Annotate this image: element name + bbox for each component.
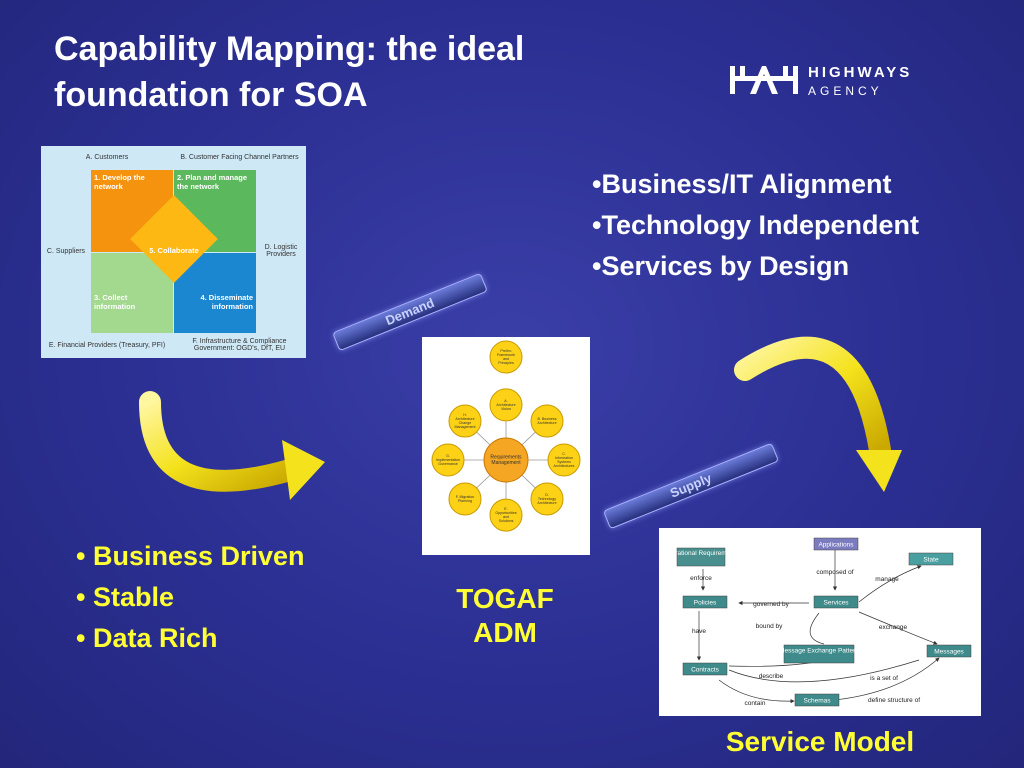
togaf-node xyxy=(489,498,523,532)
benefits-bullet-list: •Business/IT Alignment •Technology Indep… xyxy=(592,164,919,287)
box-message-exchange-pattern xyxy=(783,644,855,664)
box-state-label: State xyxy=(923,557,939,564)
edge-is-a-set-of-label: is a set of xyxy=(870,675,898,682)
highways-agency-logo: HIGHWAYS AGENCY xyxy=(728,62,968,102)
box-messages xyxy=(926,644,972,658)
edge-bound-by-label: bound by xyxy=(756,623,783,630)
box-contracts xyxy=(682,662,728,676)
togaf-node xyxy=(530,482,564,516)
edge-contain-label: contain xyxy=(745,700,766,707)
matrix-bottom-right-label: F. Infrastructure & Compliance Governmen… xyxy=(192,338,287,352)
togaf-caption-line-2: ADM xyxy=(473,617,537,648)
service-model-diagram: Applications Operational Requirements St… xyxy=(659,528,981,716)
matrix-left-label: C. Suppliers xyxy=(46,247,86,255)
box-operational-requirements-label: Operational Requirements xyxy=(663,550,740,557)
left-arrow-head-icon xyxy=(282,440,325,500)
title-line-1: Capability Mapping: the ideal xyxy=(54,30,525,68)
box-policies xyxy=(682,595,728,609)
box-services xyxy=(813,595,859,609)
edge-define-structure-of-label: define structure of xyxy=(868,697,920,704)
togaf-node-prelim xyxy=(489,340,523,374)
logo-word-agency: AGENCY xyxy=(808,84,883,98)
bullet-services-by-design: •Services by Design xyxy=(592,251,850,281)
box-schemas-label: Schemas xyxy=(803,698,831,705)
togaf-node xyxy=(448,404,482,438)
togaf-caption: TOGAF ADM xyxy=(440,582,570,650)
collaborate-label: 5. Collaborate xyxy=(149,245,199,255)
matrix-top-right-label: B. Customer Facing Channel Partners xyxy=(180,153,299,161)
togaf-center-node xyxy=(483,437,529,483)
bullet-business-it-alignment: •Business/IT Alignment xyxy=(592,169,892,199)
left-curved-arrow xyxy=(139,391,301,492)
capability-bullet-list: • Business Driven • Stable • Data Rich xyxy=(76,536,305,659)
togaf-node xyxy=(489,388,523,422)
title-line-2: foundation for SOA xyxy=(54,76,368,114)
bullet-stable: • Stable xyxy=(76,582,174,612)
highways-logo-mark-icon xyxy=(730,66,798,94)
bullet-data-rich: • Data Rich xyxy=(76,623,218,653)
logo-word-highways: HIGHWAYS xyxy=(808,64,913,81)
edge-governed-by-label: governed by xyxy=(753,601,790,608)
bullet-technology-independent: •Technology Independent xyxy=(592,210,919,240)
box-state xyxy=(908,552,954,566)
togaf-caption-line-1: TOGAF xyxy=(456,583,554,614)
edge-composed-of-label: composed of xyxy=(816,569,853,576)
slide-title: Capability Mapping: the ideal foundation… xyxy=(54,26,654,118)
box-messages-label: Messages xyxy=(934,649,964,656)
togaf-node xyxy=(530,404,564,438)
edge-exchange-label: exchange xyxy=(879,624,908,631)
capability-map: A. Customers B. Customer Facing Channel … xyxy=(41,146,306,358)
togaf-node xyxy=(448,482,482,516)
box-operational-requirements xyxy=(676,547,726,567)
box-message-exchange-pattern-label: Message Exchange Pattern xyxy=(779,648,859,655)
edge-manage-label: manage xyxy=(875,576,899,583)
edge-have-label: have xyxy=(692,628,706,635)
service-model-caption: Service Model xyxy=(725,726,915,757)
matrix-top-left-label: A. Customers xyxy=(85,153,129,161)
right-curved-arrow xyxy=(734,336,891,461)
box-schemas xyxy=(794,693,840,707)
box-services-label: Services xyxy=(824,600,850,607)
matrix-bottom-left-label: E. Financial Providers (Treasury, PFI) xyxy=(48,341,166,349)
box-applications xyxy=(813,537,859,551)
togaf-node xyxy=(547,443,581,477)
edge-describe-label: describe xyxy=(759,673,784,680)
box-policies-label: Policies xyxy=(694,600,717,607)
service-model-svg: Applications Operational Requirements St… xyxy=(663,537,972,707)
matrix-right-label: D. Logistic Providers xyxy=(264,244,298,258)
right-arrow-head-icon xyxy=(856,450,902,492)
box-applications-label: Applications xyxy=(818,542,854,549)
bullet-business-driven: • Business Driven xyxy=(76,541,305,571)
box-contracts-label: Contracts xyxy=(691,667,720,674)
edge-enforce-label: enforce xyxy=(690,575,712,582)
togaf-node xyxy=(431,443,465,477)
